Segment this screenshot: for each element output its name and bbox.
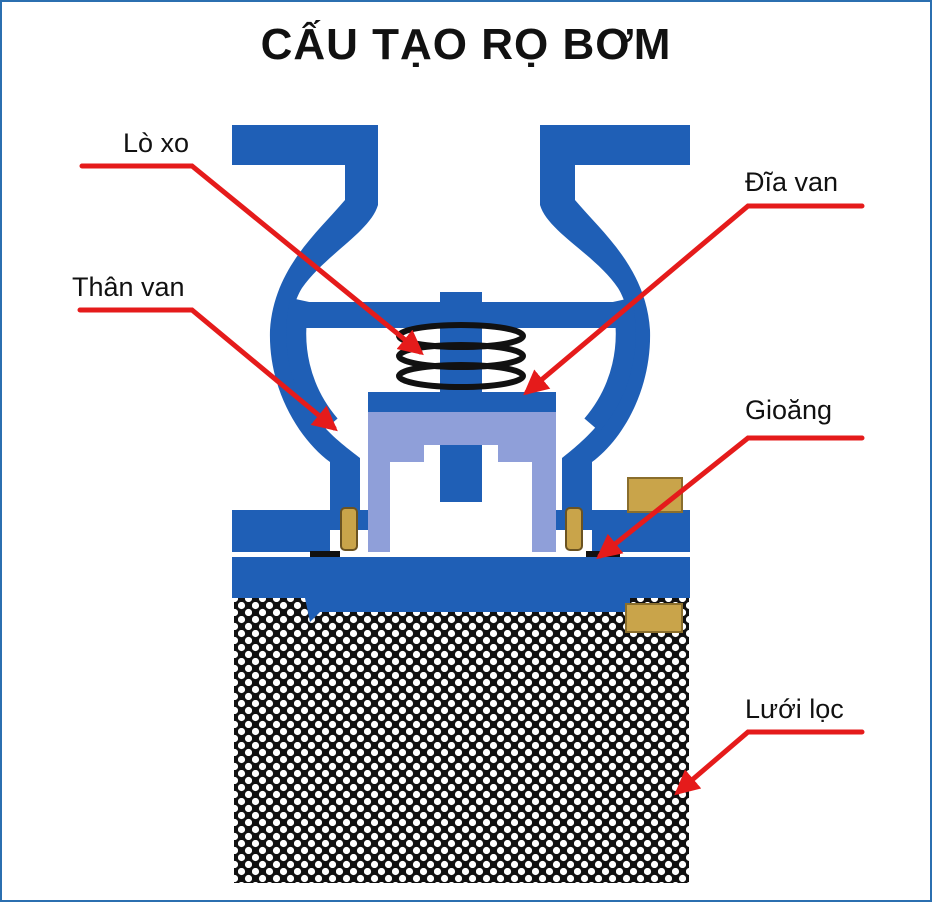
brass-bolt-right <box>565 507 583 551</box>
valve-disc-top <box>368 392 556 412</box>
valve-body-inner-right <box>584 297 636 432</box>
brass-block-bottom <box>625 603 683 633</box>
strainer-mesh <box>234 595 689 883</box>
brass-bolt-left <box>340 507 358 551</box>
base-plate <box>232 557 690 622</box>
diagram-title: CẤU TẠO RỌ BƠM <box>260 20 672 69</box>
leader-arrow-body <box>77 307 338 432</box>
leader-arrow-strainer <box>674 729 865 796</box>
valve-disc-body <box>368 412 556 552</box>
leader-arrow-disc <box>523 203 865 396</box>
flange-right <box>592 510 690 552</box>
flange-left <box>232 510 330 552</box>
label-gasket: Gioăng <box>745 395 833 425</box>
label-disc: Đĩa van <box>745 167 839 197</box>
valve-body-right <box>540 125 690 510</box>
leader-arrow-spring <box>79 163 424 356</box>
label-spring: Lò xo <box>123 128 190 158</box>
leader-arrow-gasket <box>596 435 865 560</box>
valve-body-left <box>232 125 378 510</box>
gasket-left <box>310 551 340 557</box>
label-strainer: Lưới lọc <box>745 694 844 724</box>
label-body: Thân van <box>72 272 185 302</box>
